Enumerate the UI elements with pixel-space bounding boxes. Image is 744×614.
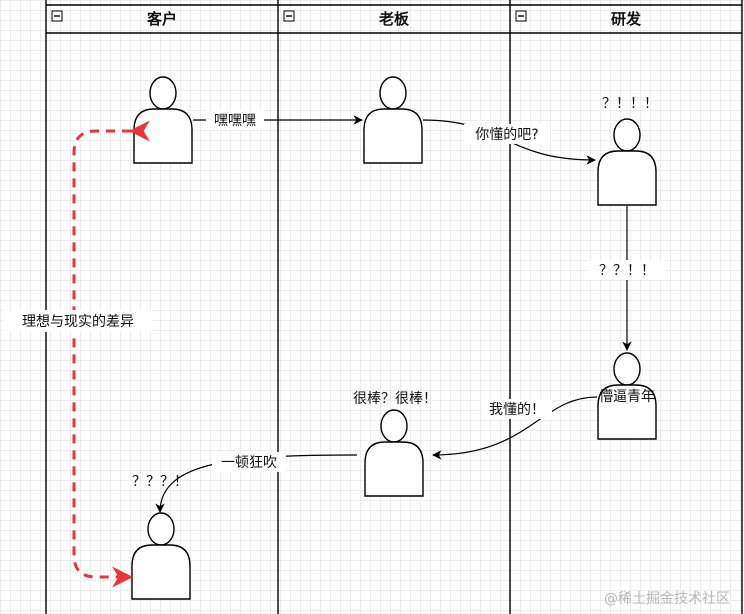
- actor-label-dev: 懵逼青年: [599, 389, 655, 405]
- edge-label-boss-to-dev: 你懂的吧?: [475, 127, 538, 143]
- edge-ideal-vs-reality[interactable]: [72, 120, 150, 588]
- lane-collapse-button-dev[interactable]: [515, 10, 527, 22]
- edge-label-dev-to-dev: ？？！！: [599, 263, 655, 279]
- annotation-dev-reaction: ？！！！: [602, 96, 658, 112]
- lane-title-boss: 老板: [378, 10, 410, 28]
- lane-title-dev: 研发: [611, 10, 642, 28]
- lane-title-customer: 客户: [146, 10, 177, 28]
- label-bg-dev-to-dev: [588, 260, 666, 280]
- actor-customer-bottom[interactable]: [131, 512, 191, 600]
- label-bg-boss-to-dev: [464, 124, 550, 144]
- label-bg-ideal-vs-reality: [4, 310, 152, 332]
- edge-label-dev-to-boss: 我懂的！: [489, 402, 545, 418]
- watermark: @稀土掘金技术社区: [604, 591, 730, 607]
- edge-label-boss-to-customer: 一顿狂吹: [221, 455, 277, 471]
- annotation-customer-reaction: ？？？！: [132, 474, 188, 490]
- label-bg-customer-to-boss: [206, 110, 264, 130]
- edge-label-customer-to-boss: 嘿嘿嘿: [214, 113, 256, 129]
- label-bg-dev-to-boss: [482, 399, 552, 419]
- lane-collapse-button-boss[interactable]: [283, 10, 295, 22]
- actor-boss-bottom[interactable]: [364, 409, 424, 497]
- annotation-boss-praise: 很棒？很棒！: [353, 391, 437, 407]
- actor-dev-top[interactable]: [597, 118, 657, 206]
- edge-dev-to-boss[interactable]: [432, 396, 598, 460]
- edge-label-ideal-vs-reality: 理想与现实的差异: [22, 314, 134, 330]
- lane-collapse-button-customer[interactable]: [51, 10, 63, 22]
- label-bg-boss-to-customer: [212, 452, 286, 472]
- swimlane-pool: [45, 0, 743, 614]
- actor-boss-top[interactable]: [363, 76, 423, 164]
- actor-customer-top[interactable]: [133, 76, 193, 164]
